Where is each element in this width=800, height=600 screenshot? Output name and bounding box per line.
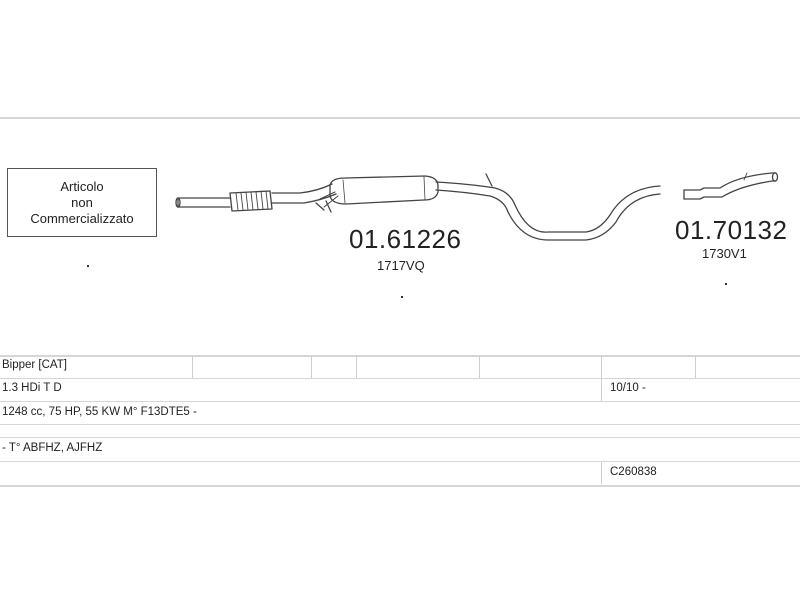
marker-dot <box>725 283 727 285</box>
not-commercialized-box: Articolo non Commercializzato <box>7 168 157 237</box>
marker-dot <box>87 265 89 267</box>
table-row-divider <box>0 424 800 425</box>
table-divider <box>0 355 800 357</box>
notice-line-2: non <box>71 194 93 210</box>
vehicle-specs: 1248 cc, 75 HP, 55 KW M° F13DTE5 - <box>2 406 197 418</box>
column-separator <box>311 356 312 378</box>
vehicle-date: 10/10 - <box>610 382 646 394</box>
table-row-divider <box>0 401 800 402</box>
vehicle-types: - T° ABFHZ, AJFHZ <box>2 442 103 454</box>
column-separator <box>601 462 602 484</box>
table-row-divider <box>0 461 800 462</box>
column-separator <box>601 356 602 378</box>
part-code-1: 1717VQ <box>377 258 425 273</box>
notice-line-1: Articolo <box>60 178 104 194</box>
column-separator <box>356 356 357 378</box>
part-number-1: 01.61226 <box>349 224 462 254</box>
column-separator <box>695 356 696 378</box>
top-divider <box>0 117 800 119</box>
column-separator <box>192 356 193 378</box>
part-number-2: 01.70132 <box>675 215 788 245</box>
table-bottom-divider <box>0 485 800 487</box>
vehicle-model: Bipper [CAT] <box>2 359 67 371</box>
notice-line-3: Commercializzato <box>30 210 134 226</box>
exhaust-system-icon <box>175 172 779 241</box>
vehicle-ref: C260838 <box>610 466 657 478</box>
vehicle-engine: 1.3 HDi T D <box>2 382 62 394</box>
column-separator <box>601 379 602 401</box>
table-row-divider <box>0 437 800 438</box>
part-code-2: 1730V1 <box>702 246 747 261</box>
column-separator <box>479 356 480 378</box>
marker-dot <box>401 296 403 298</box>
table-row-divider <box>0 378 800 379</box>
